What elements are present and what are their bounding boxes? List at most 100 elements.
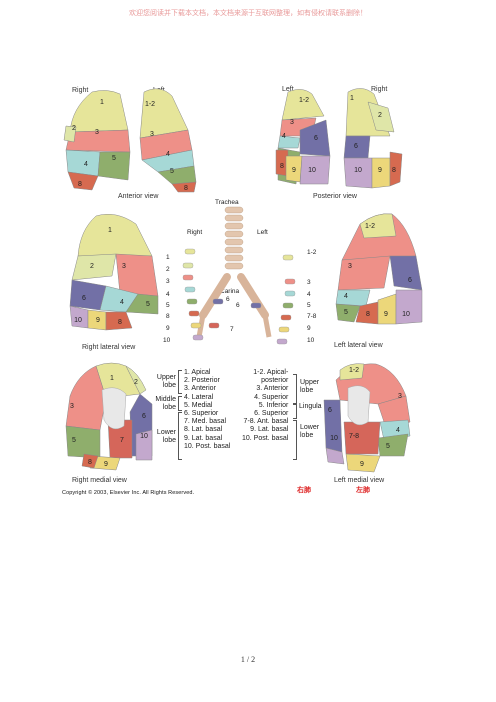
svg-text:9: 9	[96, 317, 100, 324]
svg-text:1: 1	[350, 95, 354, 102]
svg-text:3: 3	[95, 129, 99, 136]
copyright-notice: Copyright © 2003, Elsevier Inc. All Righ…	[62, 490, 195, 496]
posterior-right-seg2	[367, 101, 395, 133]
legend-left-item: 9. Lat. basal	[250, 426, 289, 434]
svg-text:1-2: 1-2	[349, 367, 359, 374]
top-note: 欢迎您阅读并下载本文档，本文档来源于互联网整理，如有侵权请联系删除！	[129, 10, 367, 17]
legend-right-item: 7. Med. basal	[184, 418, 227, 426]
svg-text:5: 5	[146, 301, 150, 308]
legend-left-item: 7-8. Ant. basal	[243, 418, 289, 426]
svg-text:1-2: 1-2	[299, 97, 309, 104]
right-medial-view-diagram: 1 2 3 6 10 5 7 8 9	[65, 362, 153, 471]
bronchus-right-3: 3	[166, 278, 170, 285]
svg-text:8: 8	[88, 459, 92, 466]
anterior-right-label: Right	[72, 87, 89, 94]
svg-text:1: 1	[110, 375, 114, 382]
svg-text:4: 4	[282, 133, 286, 140]
svg-text:6: 6	[408, 277, 412, 284]
svg-text:5: 5	[112, 155, 116, 162]
svg-text:3: 3	[348, 263, 352, 270]
posterior-view-title: Posterior view	[313, 193, 357, 200]
bronchi-right-label: Right	[187, 229, 203, 236]
legend-right-item: 5. Medial	[184, 401, 213, 409]
legend-left-item: 6. Superior	[254, 410, 289, 418]
svg-text:8: 8	[280, 163, 284, 170]
bronchial-tree-diagram	[182, 206, 296, 345]
svg-text:1-2: 1-2	[145, 101, 155, 108]
right-medial-view-title: Right medial view	[72, 477, 127, 484]
svg-text:8: 8	[78, 181, 82, 188]
legend-left-item: 5. Inferior	[258, 401, 289, 409]
left-lateral-view-title: Left lateral view	[334, 342, 383, 349]
bronchus-left-9: 9	[307, 325, 311, 332]
bronchus-right-9: 9	[166, 325, 170, 332]
svg-text:7: 7	[120, 437, 124, 444]
bronchus-left-6: 6	[236, 302, 240, 309]
bronchus-left-5: 5	[307, 302, 311, 309]
legend-left-item: posterior	[261, 377, 289, 385]
bronchus-right-1: 1	[166, 254, 170, 261]
trachea-ring	[224, 206, 244, 214]
svg-text:3: 3	[398, 393, 402, 400]
legend-left-segments: 1-2. Apical- posterior 3. Anterior 4. Su…	[242, 369, 288, 443]
legend-right-item: 4. Lateral	[184, 393, 214, 401]
right-branches	[182, 248, 224, 341]
trachea	[224, 206, 244, 270]
carina-label: Carina	[220, 288, 240, 295]
svg-text:10: 10	[402, 311, 410, 318]
right-lateral-view-title: Right lateral view	[82, 344, 136, 351]
svg-text:1: 1	[100, 99, 104, 106]
anterior-left-seg12	[139, 88, 189, 139]
posterior-left-seg12	[281, 89, 325, 121]
trachea-ring	[224, 254, 244, 262]
svg-text:8: 8	[392, 167, 396, 174]
legend-right-item: 2. Posterior	[184, 377, 220, 385]
anterior-right-seg8	[67, 171, 99, 191]
legend-right-item: 1. Apical	[184, 369, 211, 376]
legend-left-item: 10. Post. basal	[242, 434, 289, 442]
svg-text:3: 3	[290, 119, 294, 126]
svg-text:9: 9	[378, 167, 382, 174]
legend-right-item: 6. Superior	[184, 410, 219, 418]
trachea-ring	[224, 214, 244, 222]
anterior-view-title: Anterior view	[118, 193, 159, 200]
anterior-right-seg1	[69, 90, 129, 133]
legend-right-segments: 1. Apical 2. Posterior 3. Anterior 4. La…	[184, 369, 230, 451]
svg-text:5: 5	[344, 309, 348, 316]
legend-right-item: 10. Post. basal	[184, 442, 231, 450]
posterior-left-label: Left	[282, 86, 294, 93]
svg-text:4: 4	[344, 293, 348, 300]
svg-text:9: 9	[292, 167, 296, 174]
anterior-left-seg8	[171, 181, 197, 193]
svg-text:9: 9	[104, 461, 108, 468]
trachea-ring	[224, 222, 244, 230]
bronchus-left-3: 3	[307, 279, 311, 286]
left-medial-view-diagram: 1-2 3 6 4 5 10 7-8 9	[323, 363, 411, 473]
svg-text:6: 6	[328, 407, 332, 414]
svg-text:5: 5	[170, 168, 174, 175]
svg-text:10: 10	[330, 435, 338, 442]
bronchus-right-4: 4	[166, 291, 170, 298]
svg-text:2: 2	[378, 112, 382, 119]
legend-right-item: 3. Anterior	[184, 385, 216, 393]
svg-text:8: 8	[118, 319, 122, 326]
anterior-right-seg2	[63, 125, 77, 143]
legend-right-item: 9. Lat. basal	[184, 434, 223, 442]
left-medial-view-title: Left medial view	[334, 477, 385, 484]
bronchus-right-6: 6	[226, 296, 230, 303]
svg-text:10: 10	[308, 167, 316, 174]
svg-text:6: 6	[354, 143, 358, 150]
legend-left-item: 4. Superior	[254, 393, 289, 401]
bronchus-right-10: 10	[163, 337, 171, 344]
legend-right-item: 8. Lat. basal	[184, 426, 223, 434]
trachea-ring	[224, 262, 244, 270]
bronchus-right-2: 2	[166, 266, 170, 273]
svg-text:2: 2	[90, 263, 94, 270]
svg-text:10: 10	[140, 433, 148, 440]
svg-text:10: 10	[354, 167, 362, 174]
svg-text:2: 2	[72, 125, 76, 132]
right-lateral-view-diagram: 1 2 3 6 4 5 10 9 8	[69, 214, 159, 331]
svg-text:3: 3	[150, 131, 154, 138]
bronchus-left-10: 10	[307, 337, 315, 344]
svg-text:1-2: 1-2	[365, 223, 375, 230]
